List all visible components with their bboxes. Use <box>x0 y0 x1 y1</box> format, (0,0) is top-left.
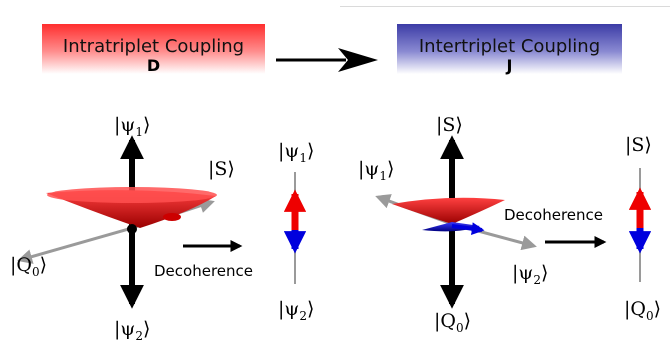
right-psi2-label: |ψ2⟩ <box>512 262 549 287</box>
left-red-spot <box>163 213 181 221</box>
right-decoherence-label: Decoherence <box>504 206 603 224</box>
left-decoherence-label: Decoherence <box>154 262 253 280</box>
right-s-label: |S⟩ <box>436 114 463 136</box>
right-result-q0-label: |Q0⟩ <box>624 298 662 323</box>
intratriplet-banner: Intratriplet Coupling D <box>42 24 265 75</box>
right-result-s-label: |S⟩ <box>625 134 652 156</box>
left-psi1-label: |ψ1⟩ <box>114 114 151 139</box>
left-s-label: |S⟩ <box>208 158 235 180</box>
left-q0-axis <box>17 226 133 264</box>
left-q0-label: |Q0⟩ <box>10 254 48 279</box>
intratriplet-symbol: D <box>146 56 161 75</box>
left-bloch-sphere <box>17 135 217 309</box>
right-blue-arrow <box>451 222 485 235</box>
left-psi2-label: |ψ2⟩ <box>114 318 151 343</box>
intertriplet-title: Intertriplet Coupling <box>418 36 601 57</box>
right-q0-label: |Q0⟩ <box>434 310 472 335</box>
intertriplet-banner: Intertriplet Coupling J <box>397 24 622 75</box>
intratriplet-title: Intratriplet Coupling <box>62 36 245 57</box>
right-psi1-label: |ψ1⟩ <box>358 158 395 183</box>
left-result-psi1-label: |ψ1⟩ <box>278 140 315 165</box>
left-origin <box>127 224 137 234</box>
intertriplet-symbol: J <box>506 56 513 75</box>
transition-arrow <box>276 48 378 72</box>
right-red-cone <box>392 197 505 224</box>
right-bloch-sphere <box>375 135 537 309</box>
left-cone-rim <box>47 187 217 203</box>
top-divider-line <box>340 0 670 7</box>
left-result-psi2-label: |ψ2⟩ <box>278 298 315 323</box>
